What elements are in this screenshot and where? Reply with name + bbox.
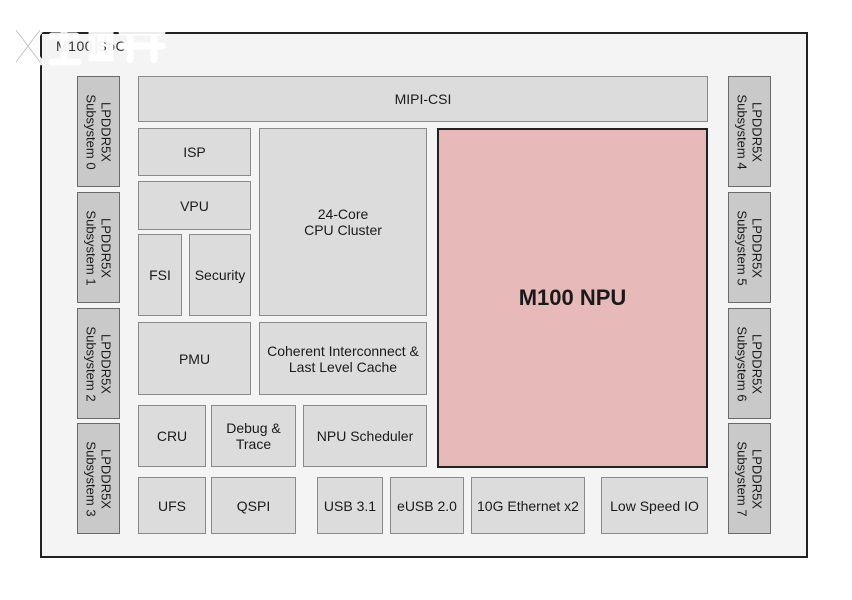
interconnect-label: Coherent Interconnect &: [267, 342, 419, 359]
llc-label: Last Level Cache: [288, 358, 398, 375]
memory-type-label: LPDDR5X: [749, 333, 765, 394]
fsi-block: FSI: [138, 234, 182, 316]
qspi-block: QSPI: [211, 477, 296, 534]
memory-type-label: LPDDR5X: [749, 448, 765, 509]
ethernet-10g-block: 10G Ethernet x2: [471, 477, 585, 534]
memory-subsystem-label: Subsystem 4: [734, 93, 750, 170]
memory-type-label: LPDDR5X: [749, 101, 765, 162]
usb-3-1-block: USB 3.1: [317, 477, 383, 534]
cpu-core-count-label: 24-Core: [317, 206, 369, 222]
memory-type-label: LPDDR5X: [98, 333, 114, 394]
cru-block: CRU: [138, 405, 206, 467]
cpu-cluster-label: CPU Cluster: [304, 222, 382, 238]
debug-trace-block: Debug &Trace: [211, 405, 296, 467]
memory-type-label: LPDDR5X: [749, 217, 765, 278]
memory-subsystem-label: Subsystem 3: [83, 440, 99, 517]
memory-subsystem-label: Subsystem 6: [734, 325, 750, 402]
memory-type-label: LPDDR5X: [98, 448, 114, 509]
memory-subsystem-label: Subsystem 0: [83, 93, 99, 170]
debug-label: Debug &: [226, 420, 281, 436]
car-brand-watermark-icon: [12, 26, 166, 66]
coherent-interconnect-block: Coherent Interconnect &Last Level Cache: [259, 322, 427, 395]
vpu-block: VPU: [138, 181, 251, 230]
trace-label: Trace: [235, 436, 272, 452]
memory-type-label: LPDDR5X: [98, 101, 114, 162]
memory-subsystem-label: Subsystem 2: [83, 325, 99, 402]
memory-subsystem-label: Subsystem 5: [734, 209, 750, 286]
m100-npu-block: M100 NPU: [437, 128, 708, 468]
memory-type-label: LPDDR5X: [98, 217, 114, 278]
isp-block: ISP: [138, 128, 251, 176]
memory-subsystem-label: Subsystem 7: [734, 440, 750, 517]
security-block: Security: [189, 234, 251, 316]
pmu-block: PMU: [138, 322, 251, 395]
memory-subsystem-label: Subsystem 1: [83, 209, 99, 286]
low-speed-io-block: Low Speed IO: [601, 477, 708, 534]
npu-scheduler-block: NPU Scheduler: [303, 405, 427, 467]
eusb-2-0-block: eUSB 2.0: [390, 477, 464, 534]
mipi-csi-block: MIPI-CSI: [138, 76, 708, 122]
ufs-block: UFS: [138, 477, 206, 534]
